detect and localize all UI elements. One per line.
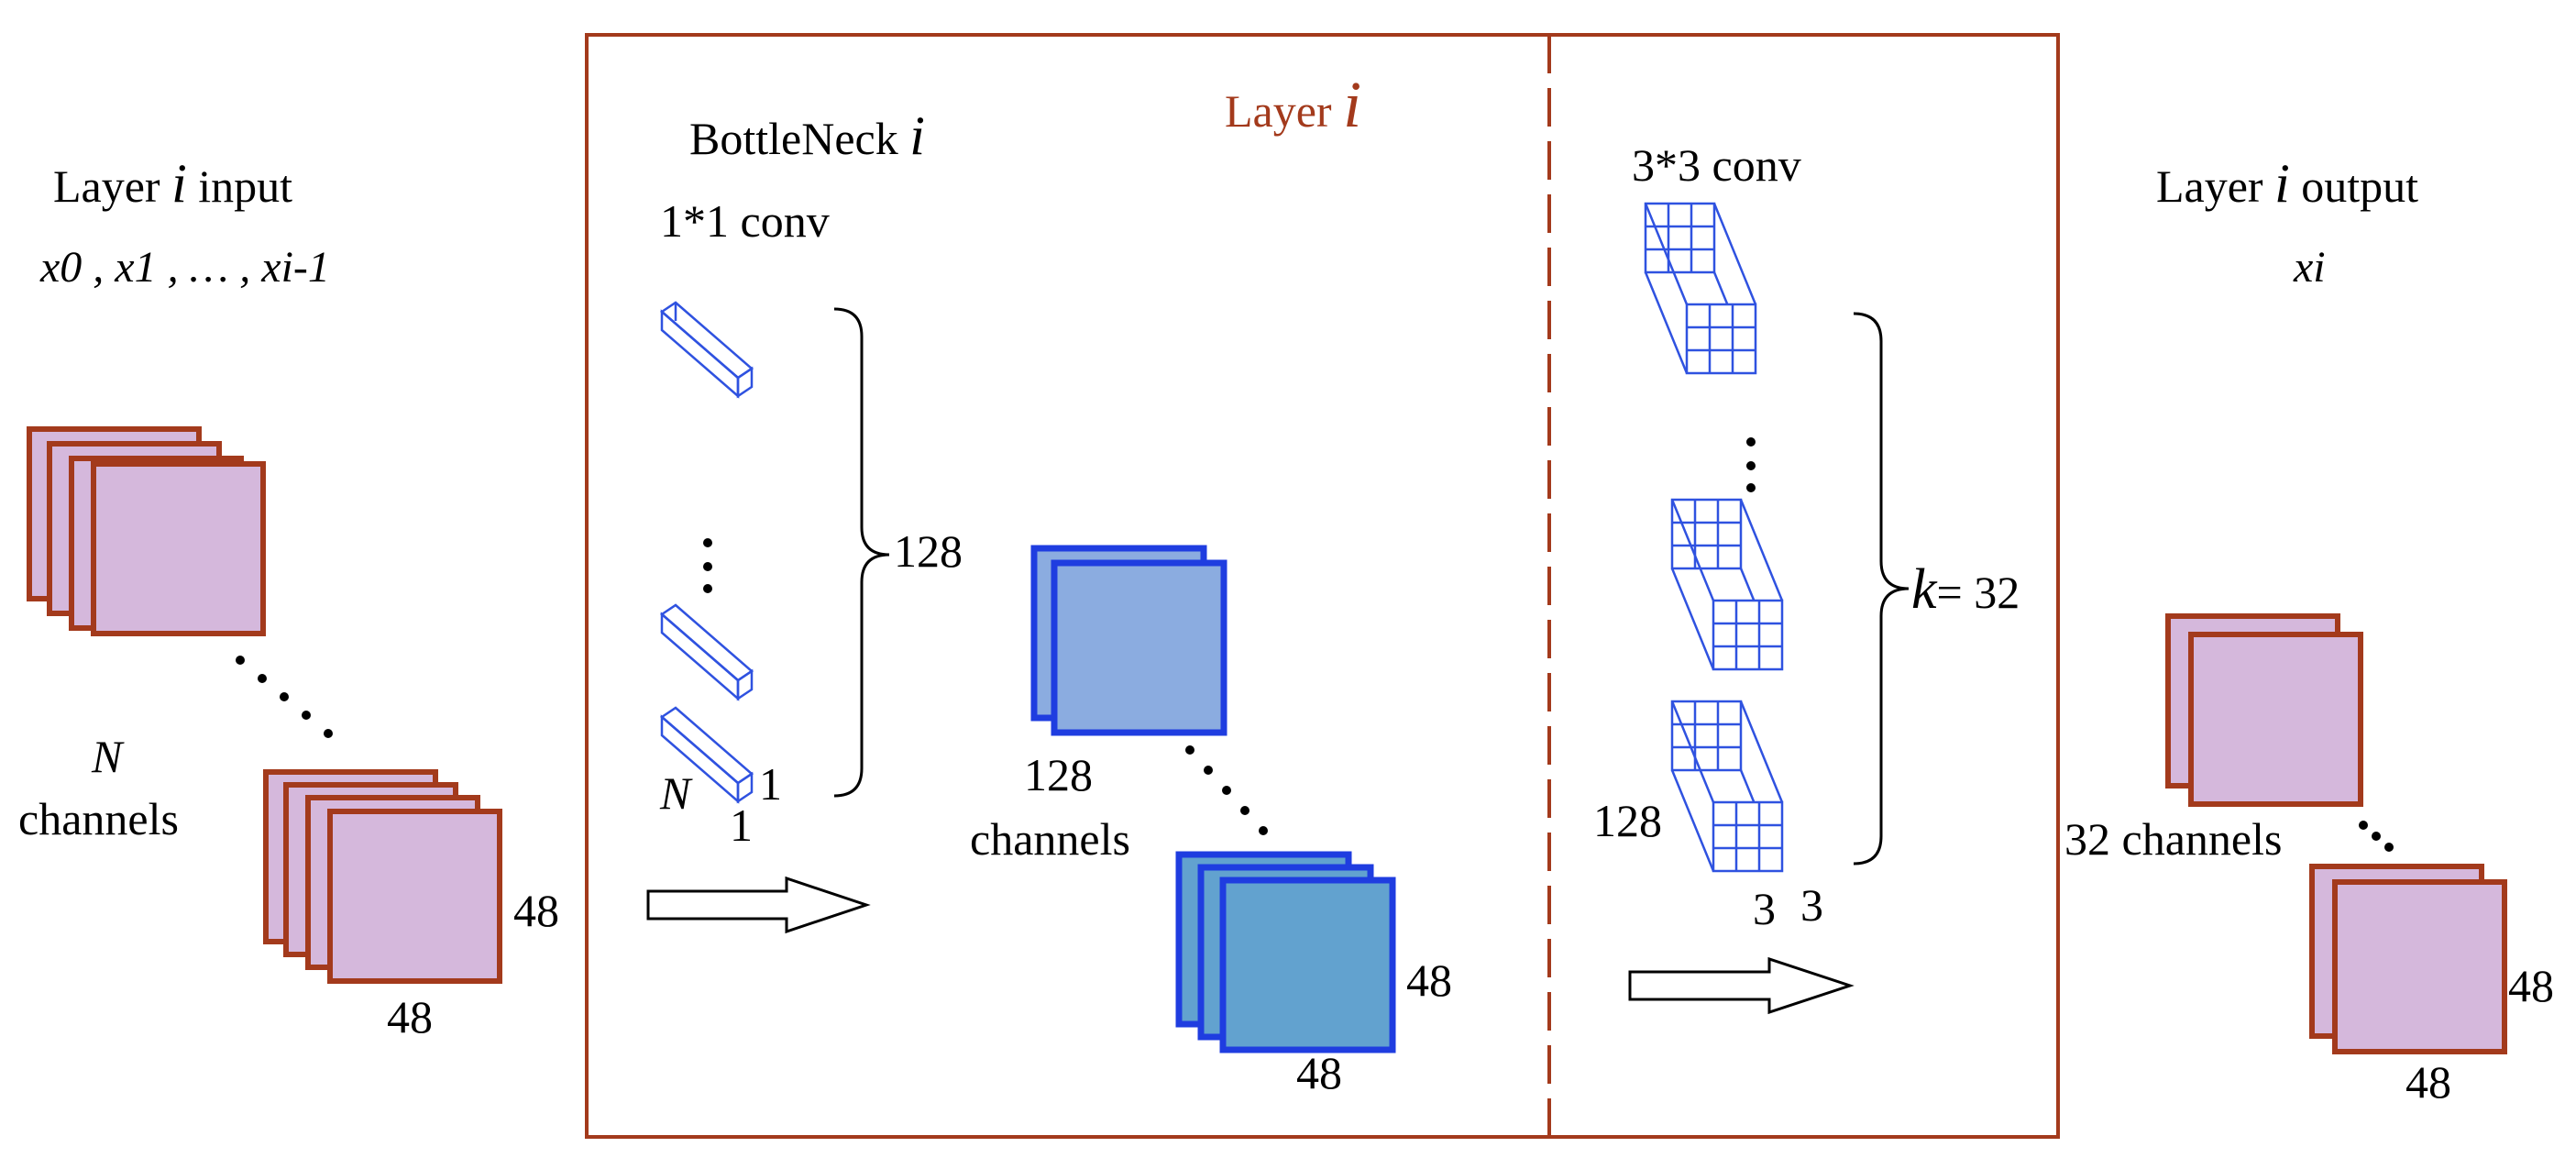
kernel-edge [1644,271,1689,374]
arrow-2 [1628,956,1855,1015]
brace-128 [833,307,890,798]
input-channels-label: channels [18,793,179,844]
kernel-back-face [1670,700,1743,772]
layer-title: Layer i [1225,72,1361,138]
kernel-back-face-border [1644,202,1716,274]
output-size-w: 48 [2405,1056,2451,1108]
input-size-w: 48 [387,991,433,1042]
conv3x3-k-var: k [1911,558,1937,621]
conv3x3-kernel-dim2: 3 [1753,883,1776,934]
output-title: Layer i output [2156,156,2418,211]
kernel-back-face-border [1670,700,1743,772]
conv3x3-kernel-3 [1670,700,1784,873]
input-size-h: 48 [513,885,559,936]
kernel-edge [1670,499,1715,601]
input-title-suffix: input [198,160,293,212]
output-var: xi [2294,243,2326,292]
kernel-edge [1739,499,1784,601]
output-dots [2359,821,2394,852]
kernel-front-face [1685,303,1757,375]
output-title-var: i [2274,153,2290,214]
kernel-front-face [1712,599,1784,671]
kernel-edge [1670,769,1715,872]
output-channels-label: 32 channels [2064,813,2283,865]
input-vars: x0 , x1 , … , xi-1 [40,243,330,292]
kernel-front-face [1712,800,1784,873]
kernel-front-face-border [1712,599,1784,671]
conv3x3-label: 3*3 conv [1632,139,1801,191]
bottleneck-kernel-dots [703,538,712,593]
input-n-label: N [92,731,123,782]
output-stack-top [2165,613,2363,807]
bottleneck-kernel-n: N [660,767,691,819]
input-stack-top [27,426,266,636]
output-title-suffix: output [2301,160,2419,212]
kernel-edge [1670,700,1715,803]
bottleneck-output-stack-bottom [1175,851,1396,1053]
kernel-edge [1739,700,1784,803]
bottleneck-output-dots [1185,745,1268,835]
conv3x3-k: k= 32 [1911,561,2020,618]
kernel-edge [1670,568,1715,670]
input-title-prefix: Layer [53,160,160,212]
output-title-prefix: Layer [2156,160,2263,212]
input-ellipsis-dots [236,656,333,738]
conv3x3-kernels [1644,202,1784,873]
kernel-edge [1712,203,1757,305]
bottleneck-kernel-dim2: 1 [730,800,753,851]
bottleneck-title: BottleNeck i [689,108,925,163]
output-stack-bottom [2309,864,2507,1054]
kernel-edge [1644,203,1689,305]
conv3x3-kernel-2 [1670,498,1784,671]
bottleneck-count: 128 [894,525,963,577]
input-stack-bottom [263,769,502,984]
kernel-front-face-border [1712,800,1784,873]
conv3x3-k-eq: = 32 [1936,567,2020,618]
layer-title-prefix: Layer [1225,85,1332,137]
output-size-h: 48 [2508,960,2554,1011]
bottleneck-title-prefix: BottleNeck [689,113,898,164]
bottleneck-kernel-3 [659,706,754,804]
kernel-front-face-border [1685,303,1757,375]
kernel-back-face [1644,202,1716,274]
conv3x3-kernel-dots [1746,437,1756,492]
bottleneck-kernel-1 [659,301,754,399]
bottleneck-out-count: 128 [1024,749,1093,800]
bottleneck-conv-label: 1*1 conv [660,195,830,247]
bottleneck-output-stack-top [1030,545,1227,736]
bottleneck-out-w: 48 [1296,1047,1342,1098]
bottleneck-title-var: i [909,105,925,166]
layer-title-var: i [1343,68,1362,141]
input-title-var: i [171,153,187,214]
bottleneck-out-channels: channels [970,813,1130,865]
brace-k [1853,312,1910,866]
bottleneck-kernel-dim1: 1 [759,758,782,810]
bottleneck-out-h: 48 [1406,954,1452,1006]
conv3x3-kernel-depth: 128 [1593,795,1662,846]
kernel-back-face-border [1670,498,1743,570]
conv3x3-kernel-1 [1644,202,1757,375]
kernel-back-face [1670,498,1743,570]
bottleneck-kernel-2 [659,603,754,701]
conv3x3-kernel-dim1: 3 [1800,879,1823,931]
arrow-1 [646,876,871,934]
layer-frame [585,33,2060,1139]
input-title: Layer i input [53,156,292,211]
